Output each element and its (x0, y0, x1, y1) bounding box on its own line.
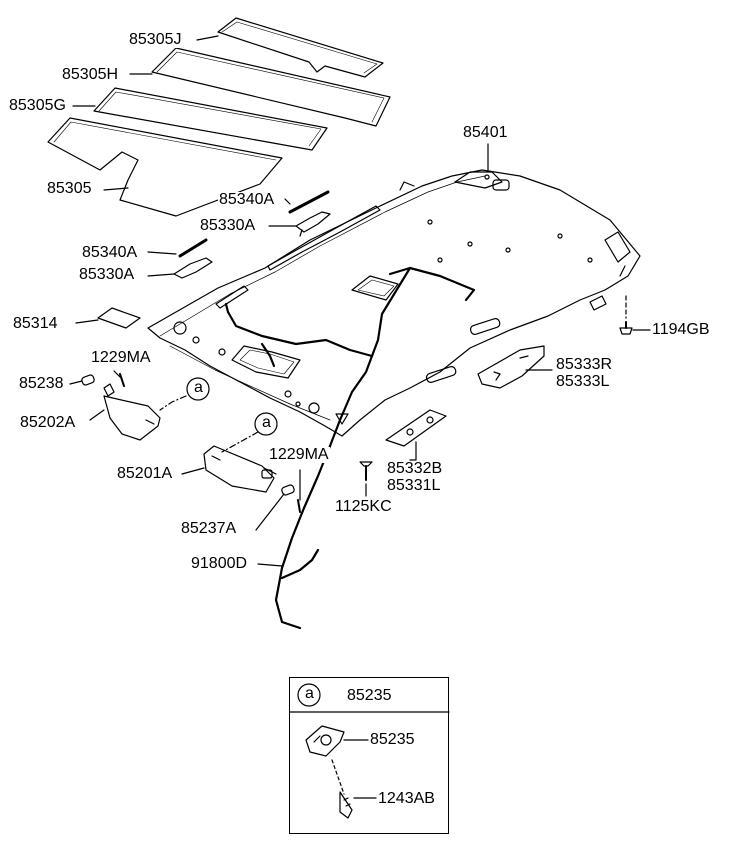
label-85305J: 85305J (128, 31, 183, 48)
pad-85305H (151, 47, 391, 127)
label-85331L: 85331L (386, 477, 442, 494)
wiring-harness-91800D (224, 266, 476, 630)
legend-callout-circle (297, 683, 321, 707)
callout-a-mid-circle (254, 412, 278, 436)
bracket-85332 (385, 409, 447, 447)
pad-85305G (93, 87, 328, 151)
pad-85314 (97, 307, 141, 329)
legend-header-letter: a (305, 685, 314, 702)
label-85333L: 85333L (555, 373, 611, 390)
grab-handle-85330A-top (295, 211, 331, 237)
sun-visor-85201A (203, 445, 301, 513)
sun-visor-85202A (81, 373, 161, 441)
label-85237A: 85237A (180, 520, 238, 537)
callout-a-mid: a (262, 414, 271, 431)
label-1229MA-left: 1229MA (90, 349, 152, 366)
pad-85305J (217, 17, 384, 78)
legend-screw-1243AB (331, 759, 353, 819)
label-91800D: 91800D (190, 555, 249, 572)
grab-handle-85340A-left (178, 238, 208, 258)
label-85305G: 85305G (8, 97, 67, 114)
legend-clip-85235 (305, 725, 345, 757)
label-85401: 85401 (462, 124, 509, 141)
legend-label-1243AB: 1243AB (377, 790, 436, 807)
pad-85305 (47, 117, 283, 217)
label-85330A-top: 85330A (199, 217, 257, 234)
label-85330A-left: 85330A (78, 266, 136, 283)
screw-1125KC (359, 461, 373, 481)
grab-handle-85340A-top (288, 190, 330, 214)
legend-header-part: 85235 (346, 687, 393, 704)
label-85340A-top: 85340A (218, 191, 276, 208)
label-85305: 85305 (46, 180, 93, 197)
label-85238: 85238 (18, 375, 65, 392)
label-85201A: 85201A (116, 465, 174, 482)
label-1125KC: 1125KC (334, 498, 393, 515)
headliner-85401 (147, 169, 641, 437)
callout-a-left-circle (186, 377, 210, 401)
label-85340A-left: 85340A (81, 244, 139, 261)
label-1229MA-mid: 1229MA (268, 446, 330, 463)
label-85332B: 85332B (386, 460, 444, 477)
grab-handle-85330A-left (173, 257, 213, 279)
label-85305H: 85305H (61, 66, 120, 83)
legend-label-85235: 85235 (369, 731, 416, 748)
label-1194GB: 1194GB (651, 321, 711, 338)
legend-box (289, 677, 449, 834)
callout-a-left: a (194, 379, 203, 396)
clip-1194GB (619, 295, 633, 335)
label-85314: 85314 (12, 315, 59, 332)
label-85202A: 85202A (19, 414, 77, 431)
label-85333R: 85333R (555, 356, 614, 373)
bracket-85333 (477, 345, 545, 389)
